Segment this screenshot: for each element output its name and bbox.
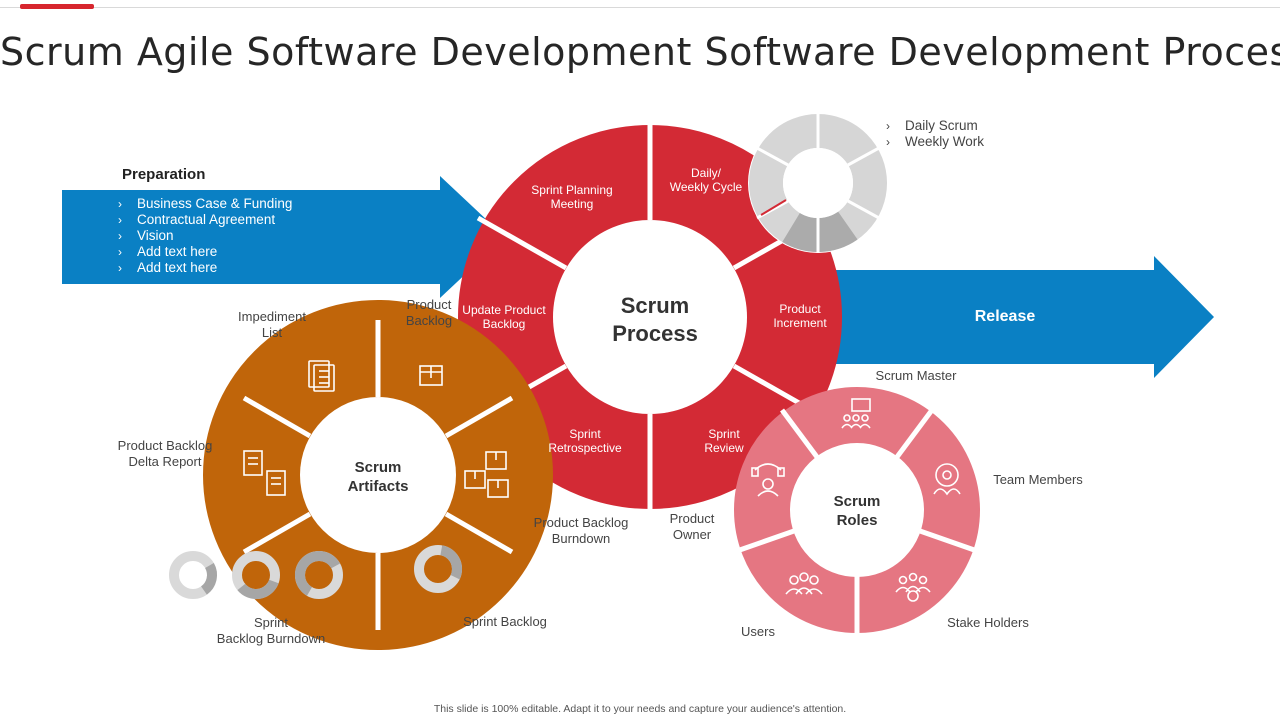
- chevron-right-icon: ›: [118, 245, 122, 259]
- sprint-backlog-gauge: [414, 545, 462, 593]
- release-label: Release: [974, 308, 1036, 325]
- list-item: ›Add text here: [118, 260, 218, 275]
- boxes-icon: [464, 451, 509, 498]
- process-center-label: Scrum Process: [612, 293, 698, 346]
- label-scrum-master: Scrum Master: [875, 368, 957, 383]
- box-icon: [419, 365, 443, 386]
- label-product-backlog-burndown: Product Backlog Burndown: [533, 515, 629, 546]
- page-title: Scrum Agile Software Development Softwar…: [0, 30, 1280, 74]
- preparation-list: ›Business Case & Funding ›Contractual Ag…: [118, 196, 292, 276]
- chevron-right-icon: ›: [886, 135, 890, 149]
- team-board-icon: [841, 398, 871, 429]
- artifacts-center-label: Scrum Artifacts: [347, 459, 409, 495]
- roles-center-label: Scrum Roles: [833, 493, 881, 529]
- segment-sprint-planning: Sprint Planning Meeting: [531, 183, 613, 211]
- list-item: ›Add text here: [118, 244, 218, 259]
- list-item: ›Contractual Agreement: [118, 212, 276, 227]
- label-sprint-backlog: Sprint Backlog: [463, 614, 547, 629]
- sprint-burndown-gauge-3: [295, 551, 343, 599]
- segment-product-increment: Product Increment: [773, 302, 827, 330]
- label-product-backlog-delta-report: Product Backlog Delta Report: [117, 438, 213, 469]
- gear-team-icon: [933, 463, 961, 496]
- label-stake-holders: Stake Holders: [947, 615, 1029, 630]
- stakeholder-money-icon: [895, 572, 931, 602]
- label-impediment-list: Impediment List: [238, 309, 306, 340]
- release-arrow: [830, 256, 1214, 378]
- preparation-arrow: [62, 176, 505, 298]
- list-item: ›Weekly Work: [886, 134, 985, 149]
- chevron-right-icon: ›: [118, 197, 122, 211]
- list-item: ›Vision: [118, 228, 174, 243]
- checklist-icon: [308, 360, 335, 392]
- top-divider: [0, 7, 1280, 8]
- segment-update-backlog: Update Product Backlog: [462, 303, 546, 331]
- sprint-burndown-gauge-2: [232, 551, 280, 599]
- sprint-burndown-gauge-1: [169, 551, 217, 599]
- preparation-title: Preparation: [122, 166, 206, 183]
- chevron-right-icon: ›: [118, 213, 122, 227]
- label-team-members: Team Members: [993, 472, 1083, 487]
- footer-note: This slide is 100% editable. Adapt it to…: [433, 703, 847, 715]
- label-product-backlog: Product Backlog: [405, 297, 453, 328]
- title-accent-bar: [20, 4, 94, 9]
- daily-gauge: [748, 113, 888, 253]
- group-icon: [785, 572, 823, 595]
- documents-icon: [243, 450, 286, 496]
- segment-sprint-review: Sprint Review: [704, 427, 744, 455]
- segment-sprint-retrospective: Sprint Retrospective: [548, 427, 622, 455]
- segment-daily-cycle: Daily/ Weekly Cycle: [669, 166, 743, 194]
- chevron-right-icon: ›: [118, 261, 122, 275]
- daily-list: ›Daily Scrum ›Weekly Work: [886, 118, 984, 150]
- list-item: ›Business Case & Funding: [118, 196, 293, 211]
- list-item: ›Daily Scrum: [886, 118, 978, 133]
- label-users: Users: [741, 624, 775, 639]
- label-product-owner: Product Owner: [669, 511, 715, 542]
- chevron-right-icon: ›: [886, 119, 890, 133]
- phone-support-icon: [751, 463, 785, 497]
- chevron-right-icon: ›: [118, 229, 122, 243]
- label-sprint-backlog-burndown: Sprint Backlog Burndown: [216, 615, 326, 646]
